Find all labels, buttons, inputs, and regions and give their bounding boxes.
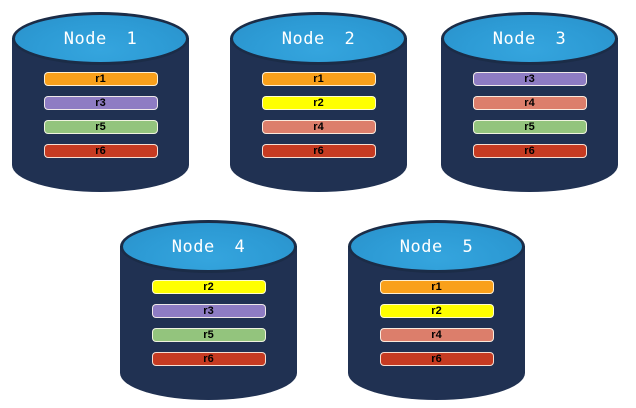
node-title: Node 5 [399, 236, 474, 257]
node-title: Node 2 [281, 28, 356, 49]
replica-bar: r4 [379, 328, 494, 342]
replica-bar: r5 [151, 328, 266, 342]
replica-bar: r3 [151, 304, 266, 318]
db-node-1: Node 1 r1 r3 r5 r6 [12, 12, 189, 192]
cylinder-top: Node 2 [230, 12, 407, 65]
replica-bar: r1 [261, 72, 376, 86]
db-node-5: Node 5 r1 r2 r4 r6 [348, 220, 525, 400]
node-title: Node 3 [492, 28, 567, 49]
replica-list: r3 r4 r5 r6 [441, 72, 618, 158]
node-title: Node 1 [63, 28, 138, 49]
node-title: Node 4 [171, 236, 246, 257]
replica-list: r1 r3 r5 r6 [12, 72, 189, 158]
replica-bar: r2 [151, 280, 266, 294]
replica-bar: r2 [379, 304, 494, 318]
replica-bar: r6 [151, 352, 266, 366]
replica-list: r2 r3 r5 r6 [120, 280, 297, 366]
cylinder-top: Node 3 [441, 12, 618, 65]
db-node-3: Node 3 r3 r4 r5 r6 [441, 12, 618, 192]
replica-bar: r1 [379, 280, 494, 294]
replica-bar: r6 [379, 352, 494, 366]
replica-list: r1 r2 r4 r6 [230, 72, 407, 158]
replica-bar: r1 [43, 72, 158, 86]
replica-bar: r4 [261, 120, 376, 134]
cylinder-top: Node 4 [120, 220, 297, 273]
replica-bar: r5 [472, 120, 587, 134]
cylinder-top: Node 1 [12, 12, 189, 65]
replica-bar: r6 [43, 144, 158, 158]
cylinder-top: Node 5 [348, 220, 525, 273]
replica-bar: r5 [43, 120, 158, 134]
replica-bar: r6 [261, 144, 376, 158]
db-node-2: Node 2 r1 r2 r4 r6 [230, 12, 407, 192]
replica-bar: r3 [472, 72, 587, 86]
db-node-4: Node 4 r2 r3 r5 r6 [120, 220, 297, 400]
replica-bar: r2 [261, 96, 376, 110]
replica-list: r1 r2 r4 r6 [348, 280, 525, 366]
replica-bar: r3 [43, 96, 158, 110]
replica-bar: r6 [472, 144, 587, 158]
replica-bar: r4 [472, 96, 587, 110]
